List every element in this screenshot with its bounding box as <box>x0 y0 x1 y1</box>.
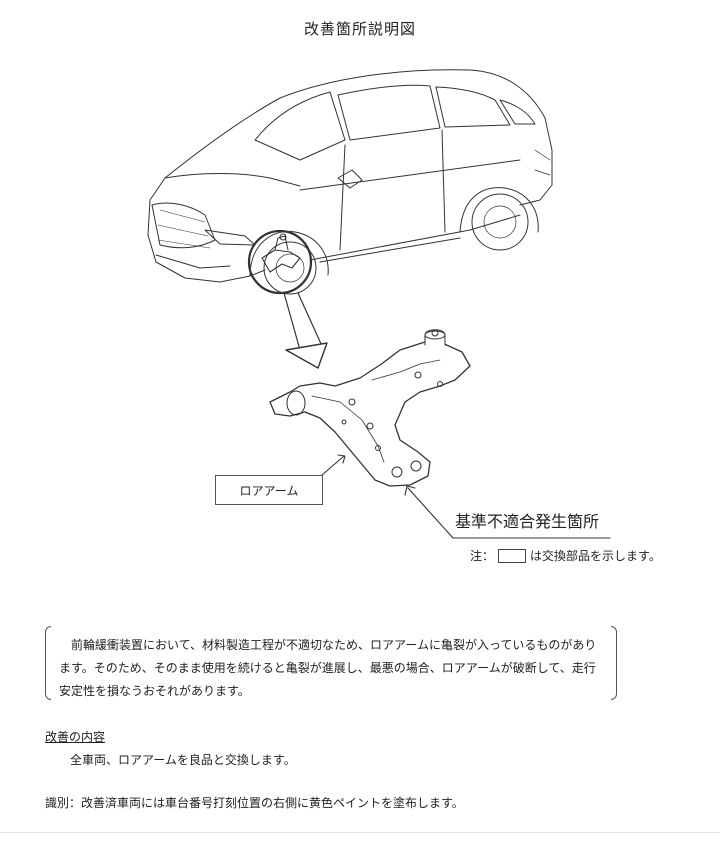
left-bracket <box>45 626 51 700</box>
note-prefix: 注： <box>470 549 495 563</box>
improvement-heading: 改善の内容 <box>45 730 106 744</box>
suv-illustration-icon <box>147 69 553 295</box>
description-block: 前輪緩衝装置において、材料製造工程が不適切なため、ロアアームに亀裂が入っているも… <box>45 626 617 700</box>
footer-divider <box>0 832 720 833</box>
part-label: ロアアーム <box>239 483 299 498</box>
lower-arm-part-icon <box>269 329 471 487</box>
diagram-figure <box>147 69 611 539</box>
callout-leader <box>321 455 345 476</box>
description-text: 前輪緩衝装置において、材料製造工程が不適切なため、ロアアームに亀裂が入っているも… <box>59 638 597 698</box>
legend-note: 注： は交換部品を示します。 <box>470 547 661 564</box>
magnify-circle-icon <box>247 229 313 295</box>
identification-text: 識別：改善済車両には車台番号打刻位置の右側に黄色ペイントを塗布します。 <box>45 796 464 810</box>
defect-location-label: 基準不適合発生箇所 <box>455 512 600 531</box>
page-title: 改善箇所説明図 <box>303 20 416 38</box>
note-suffix: は交換部品を示します。 <box>530 549 661 563</box>
replacement-part-swatch <box>498 548 527 563</box>
down-arrow-icon <box>283 292 328 369</box>
part-label-box: ロアアーム <box>215 475 323 505</box>
right-bracket <box>611 626 617 700</box>
improvement-body: 全車両、ロアアームを良品と交換します。 <box>70 753 296 767</box>
